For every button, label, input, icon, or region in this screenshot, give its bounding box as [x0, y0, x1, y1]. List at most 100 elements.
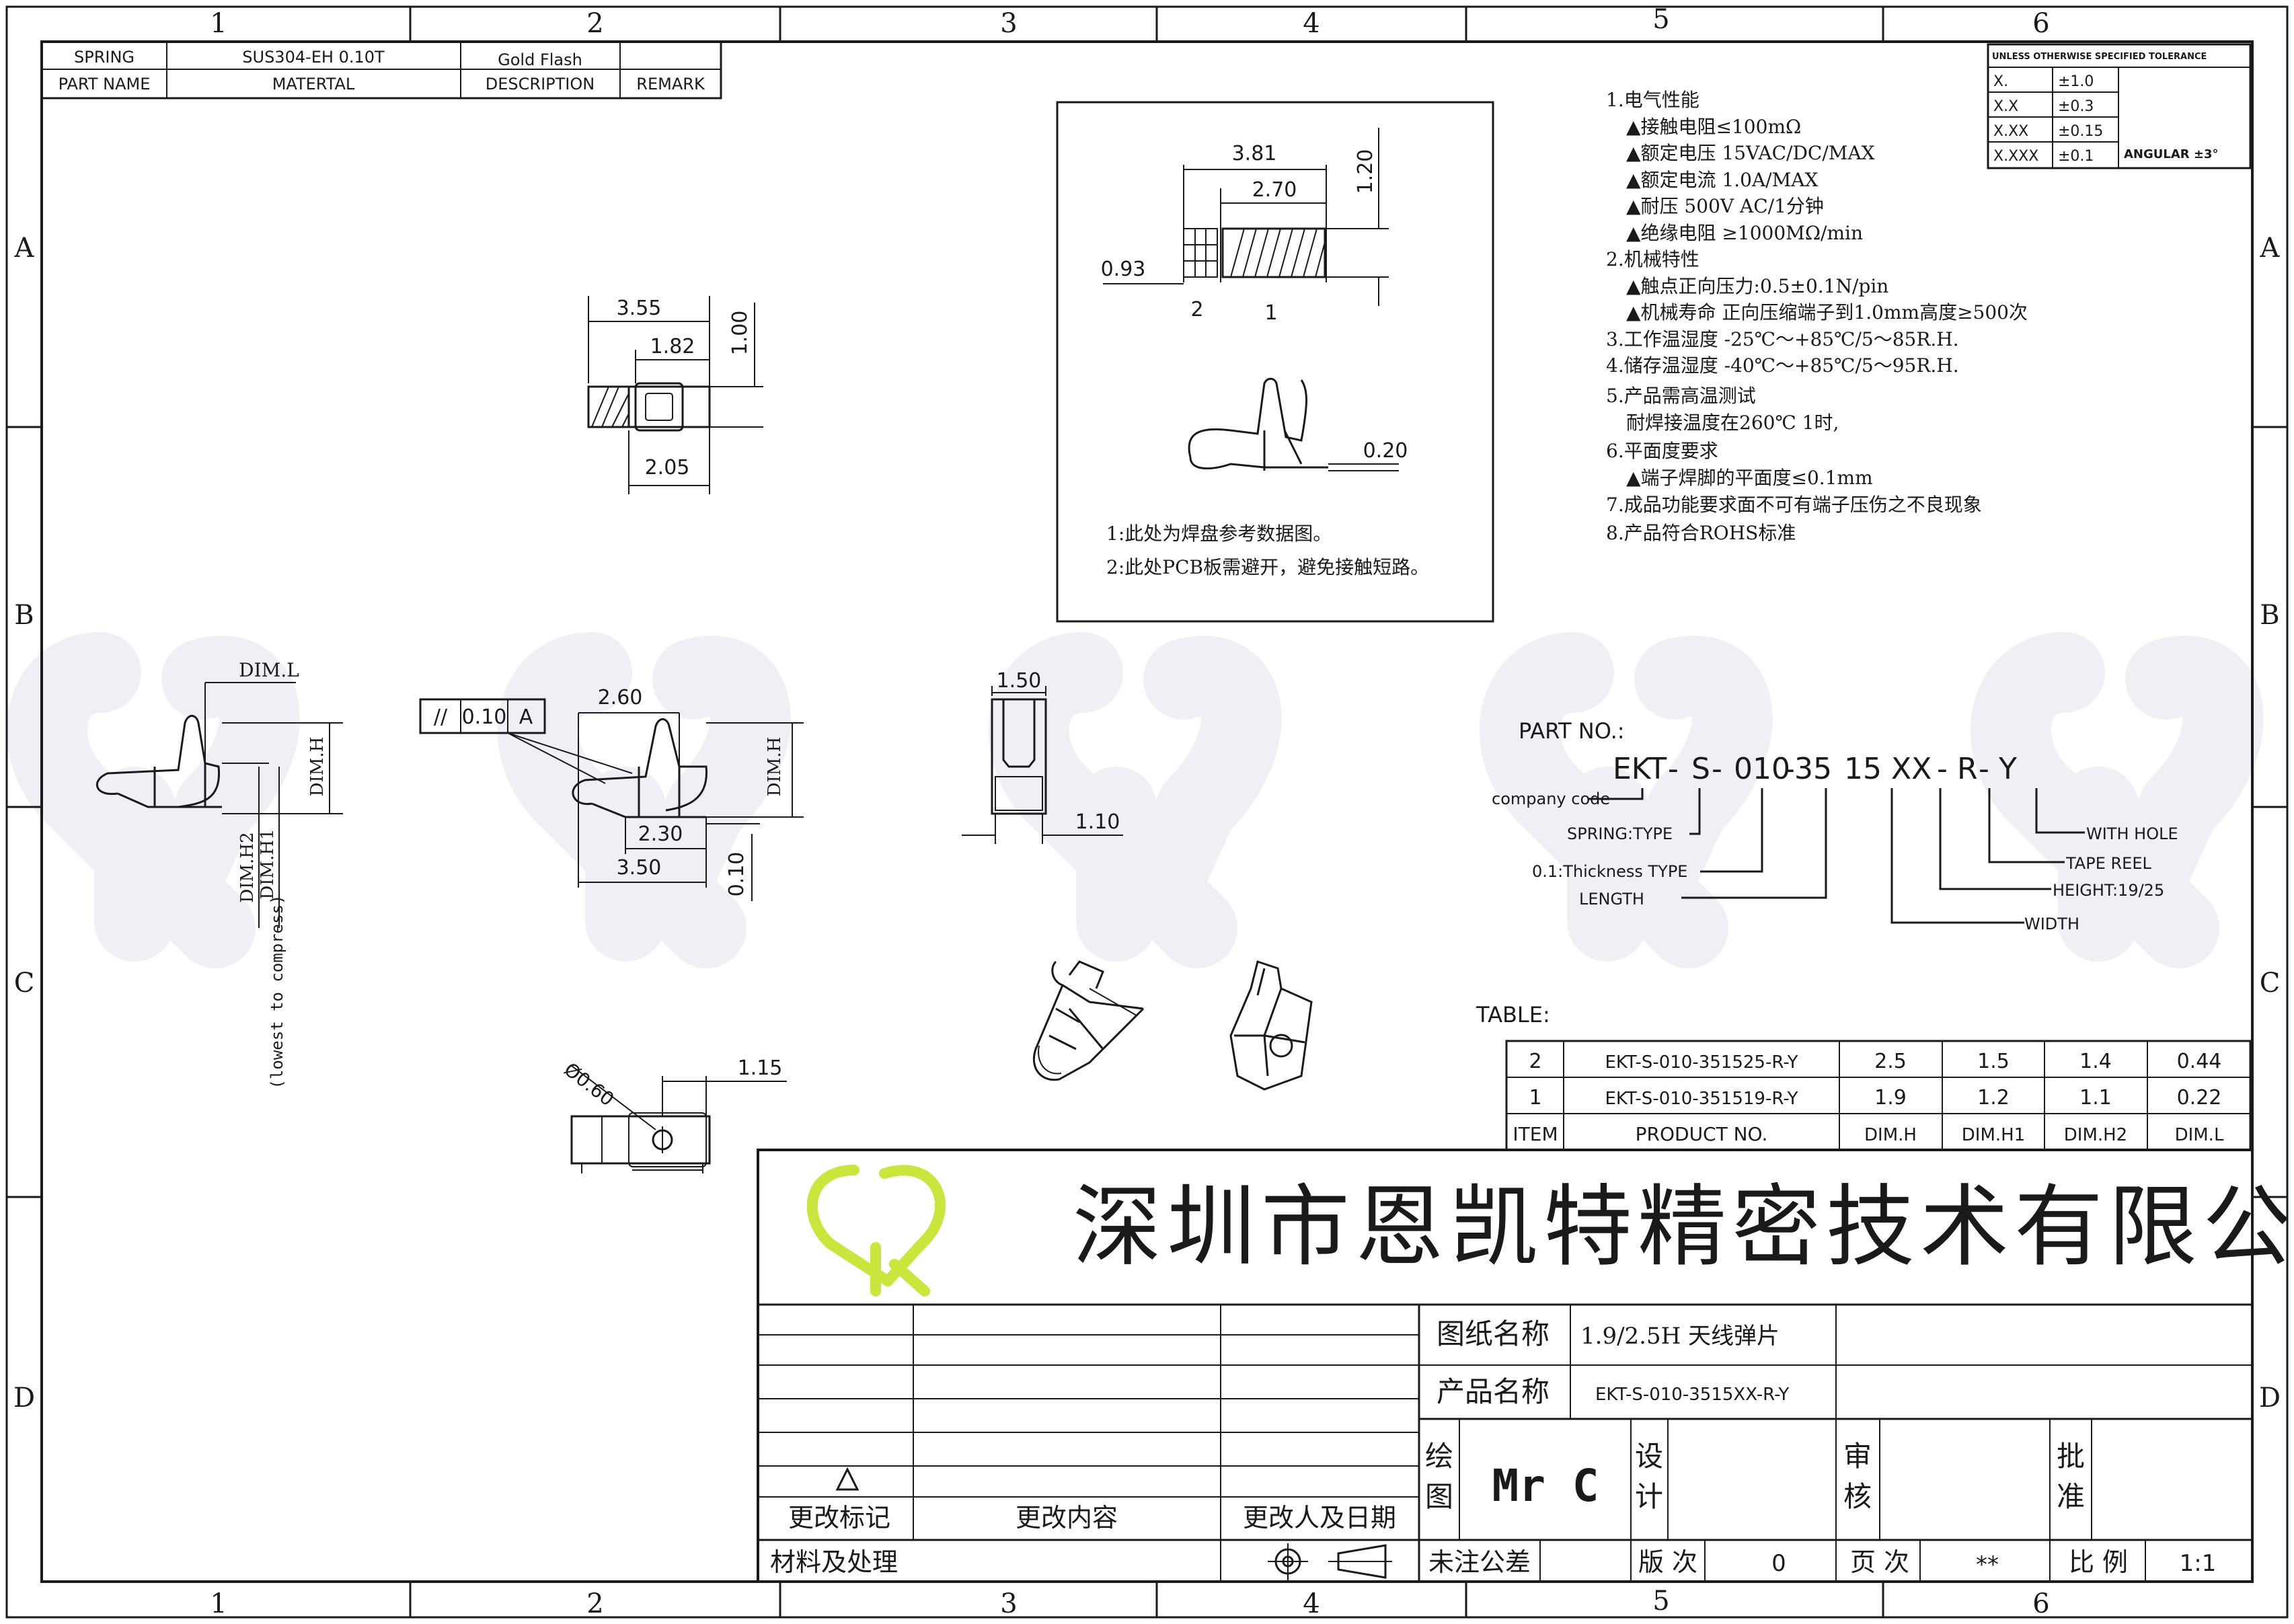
table-cell: EKT-S-010-351525-R-Y — [1605, 1052, 1798, 1073]
row-label: C — [14, 968, 35, 999]
note-line: 4.储存温湿度 -40℃～+85℃/5～95R.H. — [1606, 354, 1959, 377]
page-label: 页 次 — [1850, 1547, 1909, 1577]
col-label: 5 — [1652, 4, 1669, 35]
tol-angular: ANGULAR ±3° — [2124, 147, 2219, 161]
pad-layout-view: 3.81 2.70 1.20 0.93 2 1 0.20 1:此处为焊盘参考数据… — [1056, 101, 1494, 623]
dim-text: 1.82 — [650, 335, 695, 358]
table-cell: EKT-S-010-351519-R-Y — [1605, 1089, 1798, 1109]
code-label-height: HEIGHT:19/25 — [2053, 881, 2164, 900]
dim-text: 1.50 — [997, 669, 1042, 693]
part-code-seg: S — [1691, 752, 1710, 786]
draw-label: 图 — [1425, 1480, 1453, 1513]
drawing-name-label: 图纸名称 — [1437, 1317, 1550, 1350]
side-view-right: // 0.10 A 2.60 DIM.H 2.30 3.50 0.10 — [419, 686, 804, 901]
column-labels-top: 1 2 3 4 5 6 — [210, 4, 2049, 39]
col-label: 2 — [586, 8, 603, 39]
note-line: 8.产品符合ROHS标准 — [1606, 522, 1796, 544]
row-label: B — [2260, 600, 2279, 631]
tol-val: ±1.0 — [2058, 73, 2094, 90]
table-cell: 1.2 — [1977, 1086, 2010, 1110]
col-label: 4 — [1303, 8, 1320, 39]
review-label: 审 — [1843, 1440, 1872, 1473]
dim-text: 3.81 — [1232, 142, 1277, 165]
header-remark: REMARK — [636, 75, 705, 93]
part-code-seg: Y — [1998, 752, 2017, 786]
tol-note-label: 未注公差 — [1428, 1547, 1531, 1577]
code-label-company: company code — [1492, 789, 1610, 808]
dim-text: 2.05 — [645, 456, 690, 479]
version-value: 0 — [1771, 1550, 1786, 1577]
part-code-seg: - — [1668, 752, 1679, 786]
fcf-datum: A — [519, 705, 533, 729]
header-part-name: PART NAME — [59, 75, 151, 93]
fcf-value: 0.10 — [462, 705, 507, 729]
design-label: 计 — [1635, 1480, 1663, 1513]
table-header: DIM.H1 — [1962, 1125, 2025, 1145]
rev-content-label: 更改内容 — [1016, 1503, 1118, 1533]
part-number-breakdown: PART NO.: EKT - S - 010 - 35 15 XX - R -… — [1492, 718, 2178, 933]
part-code-seg: 15 — [1844, 752, 1882, 786]
approve-label: 批 — [2057, 1440, 2085, 1473]
table-cell: 2.5 — [1874, 1050, 1907, 1073]
dim-text: DIM.H2 — [237, 832, 258, 902]
side-view-left: DIM.L DIM.H DIM.H2 DIM.H1 (lowest to com… — [95, 659, 343, 1089]
table-cell: 1.5 — [1977, 1050, 2010, 1073]
watermark-logo — [6, 632, 2264, 968]
iso-view-right — [1229, 960, 1313, 1091]
dim-text: 1.10 — [1075, 810, 1120, 834]
header-material: MATERTAL — [272, 75, 355, 93]
code-label-length: LENGTH — [1579, 890, 1644, 908]
projection-symbol-icon — [1268, 1543, 1392, 1580]
material-spec: SUS304-EH 0.10T — [242, 48, 385, 67]
design-label: 设 — [1635, 1440, 1663, 1473]
dim-text: DIM.L — [239, 659, 299, 681]
draw-label: 绘 — [1425, 1440, 1453, 1473]
code-label-width: WIDTH — [2024, 915, 2079, 933]
tol-val: ±0.15 — [2058, 123, 2103, 140]
table-cell: 1.1 — [2079, 1086, 2112, 1110]
tol-val: ±0.3 — [2058, 98, 2094, 115]
col-label: 1 — [210, 1588, 227, 1619]
table-header: DIM.H2 — [2064, 1125, 2127, 1145]
note-line: 7.成品功能要求面不可有端子压伤之不良现象 — [1606, 494, 1982, 516]
table-title: TABLE: — [1476, 1002, 1550, 1028]
note-line: ▲端子焊脚的平面度≤0.1mm — [1626, 467, 1873, 489]
product-name: EKT-S-010-3515XX-R-Y — [1595, 1385, 1789, 1405]
company-logo — [806, 1165, 946, 1297]
table-cell: 1.4 — [2079, 1050, 2112, 1073]
material-process-label: 材料及处理 — [770, 1547, 898, 1577]
col-label: 6 — [2032, 8, 2049, 39]
code-label-hole: WITH HOLE — [2086, 824, 2178, 843]
header-description: DESCRIPTION — [486, 75, 595, 93]
title-block: 深圳市恩凯特精密技术有限公司 更改标记 更改内容 更改人及日期 材料及处理 — [757, 1149, 2294, 1583]
part-no-title: PART NO.: — [1519, 718, 1625, 744]
dim-text: Ø0.60 — [560, 1058, 618, 1111]
drawer-name: Mr C — [1492, 1460, 1599, 1512]
version-label: 版 次 — [1638, 1547, 1697, 1577]
dim-text: 2.30 — [638, 822, 683, 846]
row-label: D — [2259, 1383, 2281, 1414]
scale-value: 1:1 — [2180, 1550, 2217, 1577]
row-label: A — [14, 233, 35, 264]
row-labels-left: A B C D — [13, 233, 35, 1414]
dim-text: 2.60 — [598, 686, 643, 709]
table-header: DIM.H — [1864, 1125, 1917, 1145]
tol-key: X.XXX — [1993, 148, 2038, 165]
dim-text: 0.93 — [1101, 258, 1146, 281]
col-label: 3 — [1000, 8, 1017, 39]
row-labels-right: A B C D — [2259, 233, 2281, 1414]
dim-text: 3.50 — [617, 856, 662, 880]
dimension-table: TABLE: 2 EKT-S-010-351525-R-Y 2.5 1.5 1.… — [1476, 1002, 2252, 1151]
note-line: ▲耐压 500V AC/1分钟 — [1626, 195, 1824, 217]
tol-key: X.XX — [1993, 123, 2028, 140]
col-label: 5 — [1652, 1586, 1669, 1617]
dim-text: 0.10 — [725, 852, 749, 897]
note-line: ▲触点正向压力:0.5±0.1N/pin — [1626, 275, 1888, 297]
col-label: 4 — [1303, 1588, 1320, 1619]
dim-text: DIM.H — [765, 737, 785, 797]
compress-note: (lowest to compress) — [268, 895, 286, 1089]
table-header: DIM.L — [2175, 1125, 2224, 1145]
note-line: ▲机械寿命 正向压缩端子到1.0mm高度≥500次 — [1626, 301, 2028, 323]
dim-text: 1.20 — [1354, 149, 1377, 194]
tolerance-block: UNLESS OTHERWISE SPECIFIED TOLERANCE X. … — [1987, 43, 2252, 169]
